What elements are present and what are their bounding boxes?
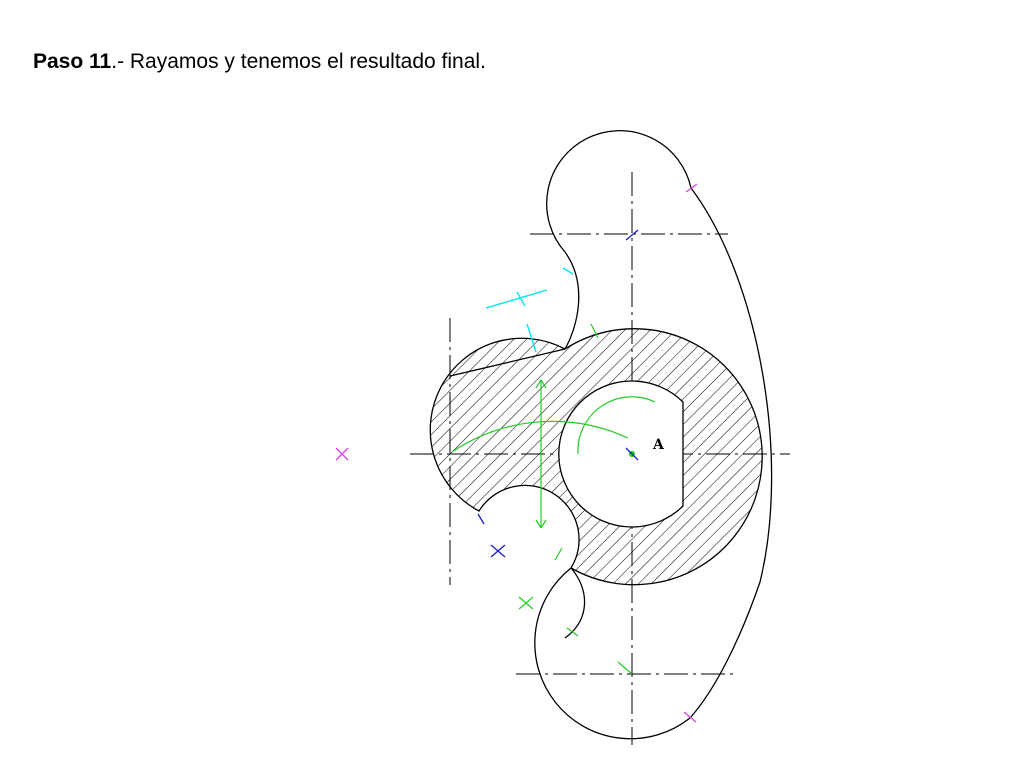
magenta-construction	[335, 183, 698, 723]
outer-profile	[449, 130, 773, 740]
step-number: Paso 11	[33, 50, 112, 73]
right-arc	[689, 187, 773, 719]
cyan-construction	[485, 267, 574, 353]
center-label-a: A	[652, 437, 665, 453]
top-concave-arc	[564, 251, 580, 350]
step-description: .- Rayamos y tenemos el resultado final.	[111, 50, 486, 73]
green-construction	[451, 323, 656, 675]
bottom-lobe-arc	[534, 567, 691, 740]
top-lobe-arc	[546, 130, 692, 253]
tangent-line	[449, 348, 566, 377]
bottom-concave-arc	[564, 567, 586, 639]
page-title: Paso 11.- Rayamos y tenemos el resultado…	[33, 50, 486, 74]
green-large-arc	[451, 420, 629, 453]
green-small-arc	[577, 396, 656, 455]
blue-construction	[477, 229, 639, 558]
